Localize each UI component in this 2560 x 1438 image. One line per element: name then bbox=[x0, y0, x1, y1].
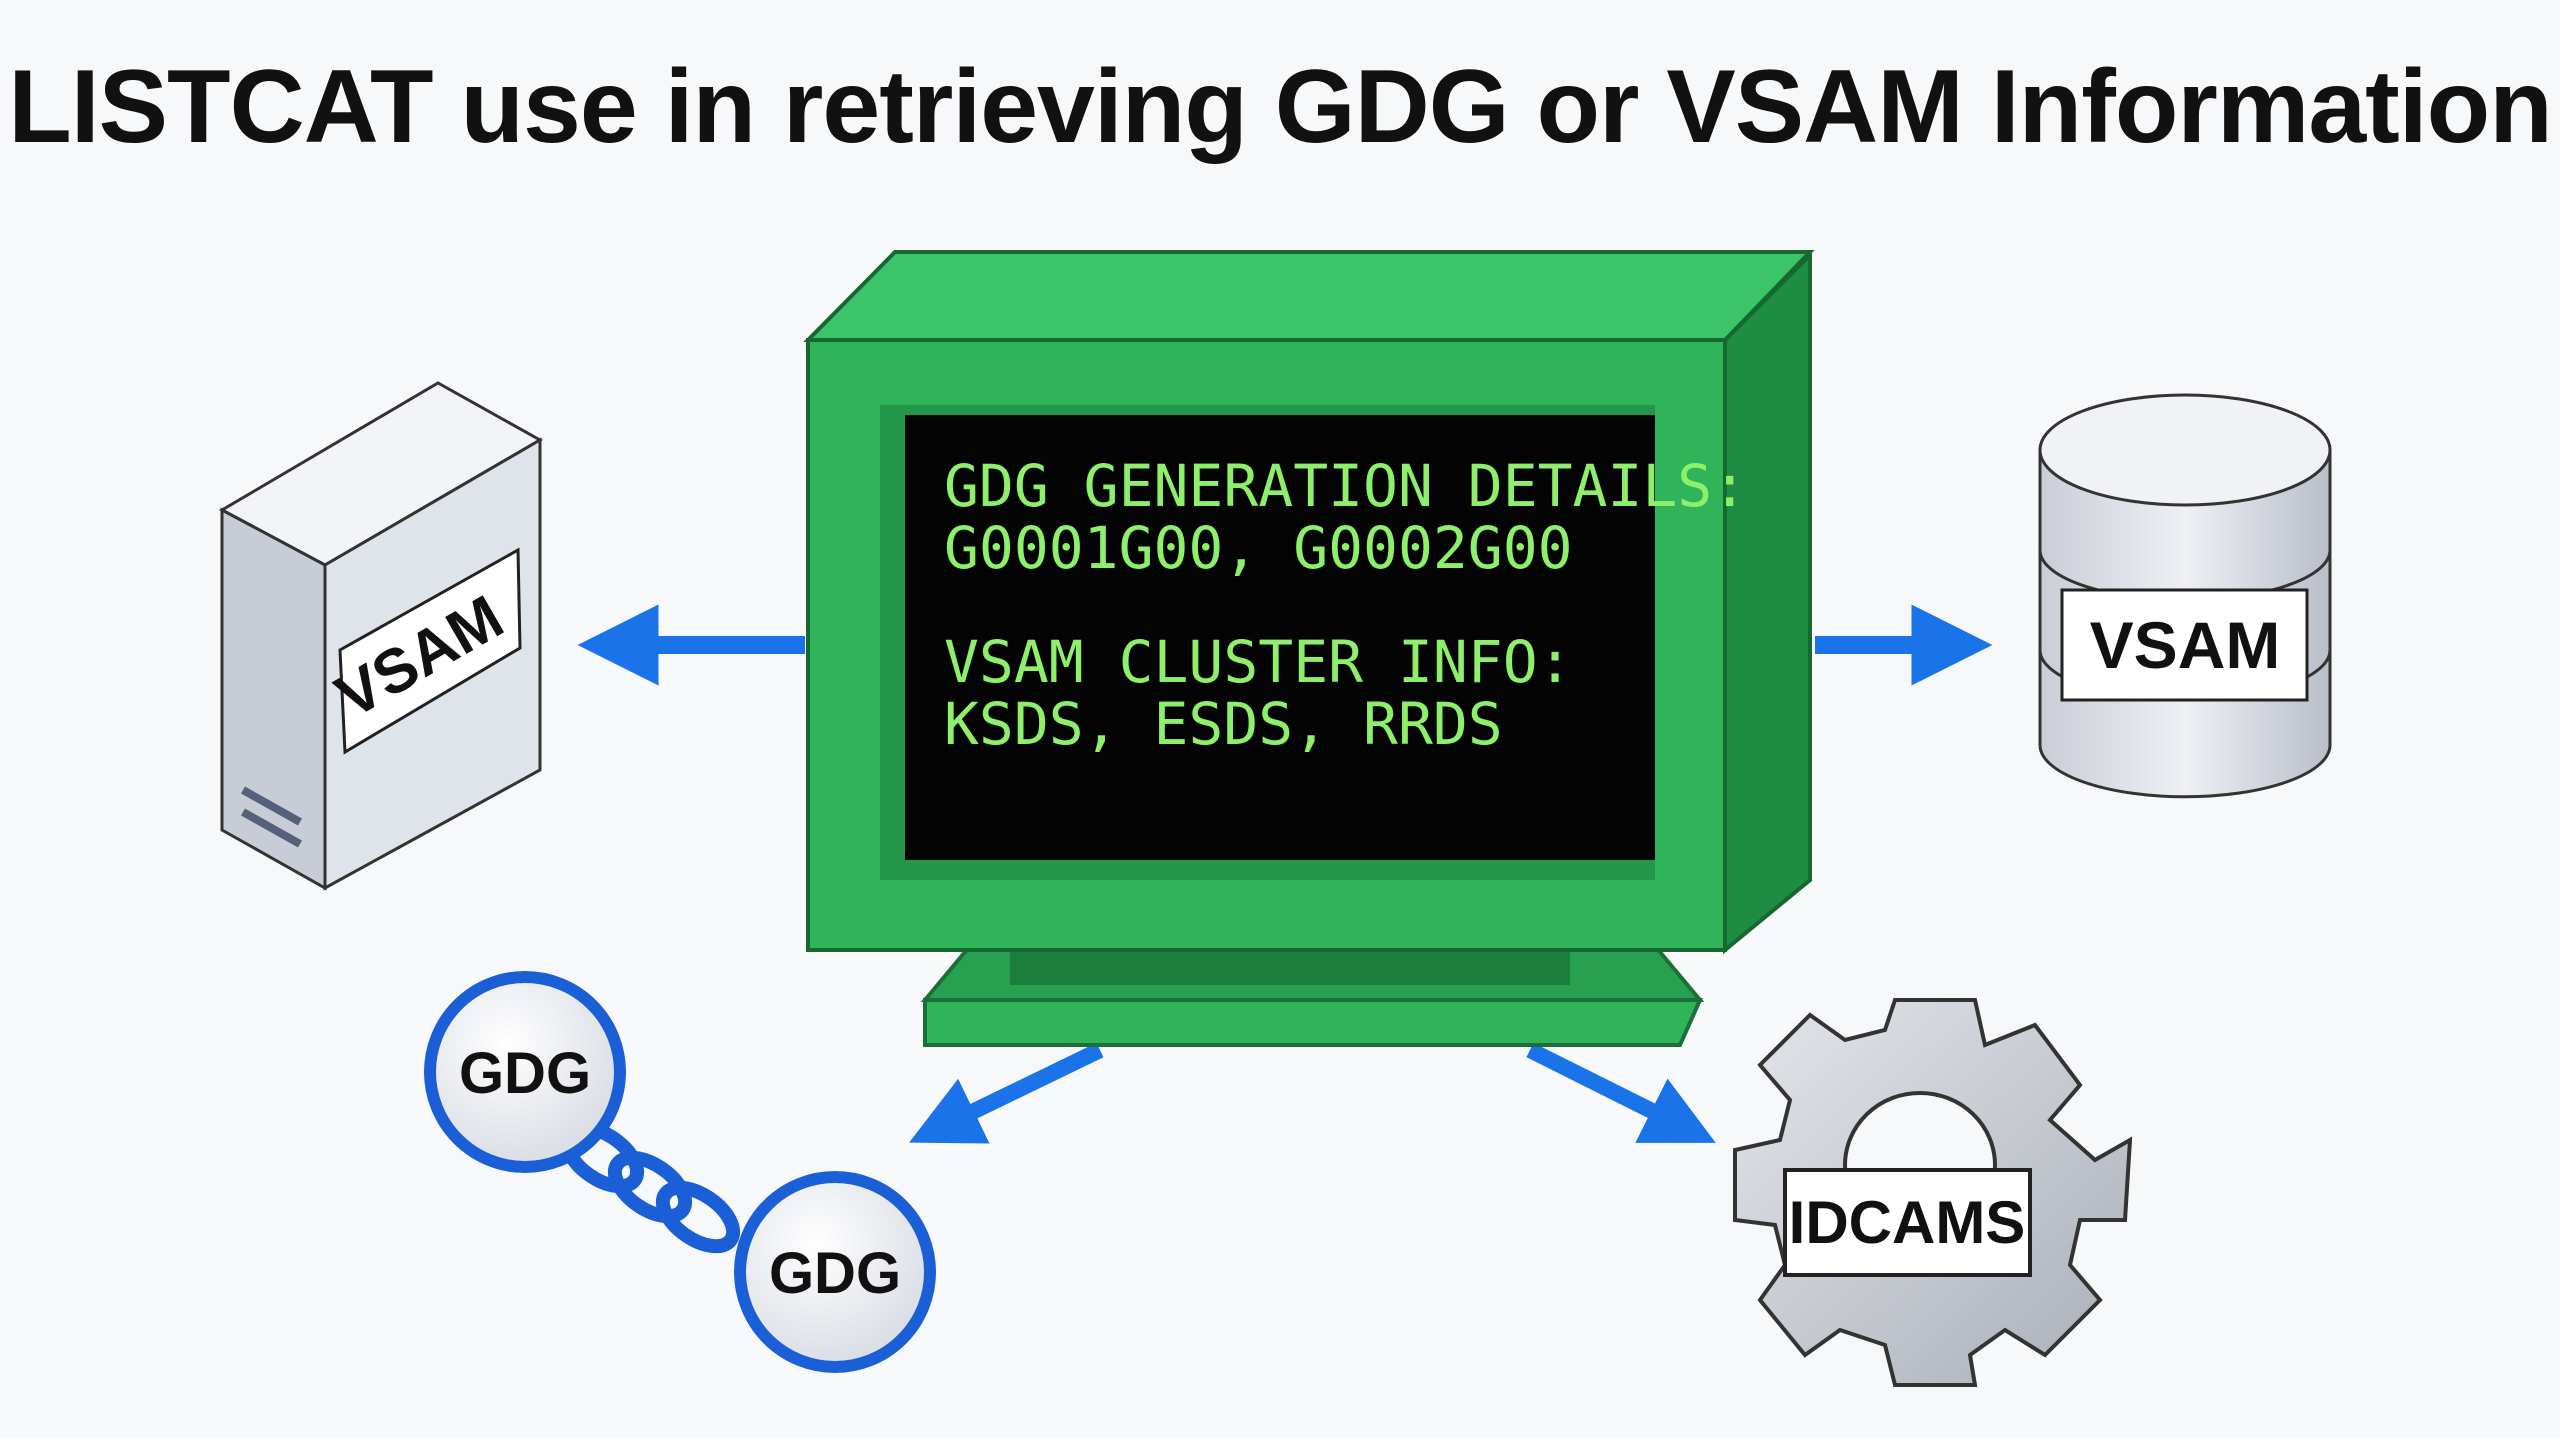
idcams-label: IDCAMS bbox=[1789, 1189, 2026, 1256]
arrow-to-idcams-gear bbox=[1526, 1042, 1716, 1143]
screen-line-gdg-generations: G0001G00, G0002G00 bbox=[944, 514, 1573, 582]
right-cylinder-label: VSAM bbox=[2090, 608, 2281, 682]
screen-line-vsam-heading: VSAM CLUSTER INFO: bbox=[944, 628, 1573, 696]
gear-icon bbox=[1733, 998, 2133, 1387]
page-title: LISTCAT use in retrieving GDG or VSAM In… bbox=[8, 49, 2552, 165]
screen-line-vsam-types: KSDS, ESDS, RRDS bbox=[944, 690, 1503, 758]
server-box-icon bbox=[218, 381, 544, 891]
screen-gap bbox=[944, 579, 1644, 631]
terminal-screen-text: GDG GENERATION DETAILS: G0001G00, G0002G… bbox=[944, 452, 1748, 758]
chain-link-icon bbox=[424, 971, 936, 1373]
terminal-icon bbox=[803, 250, 1815, 1047]
database-cylinder-icon bbox=[2038, 393, 2332, 799]
gdg-top-label: GDG bbox=[459, 1041, 591, 1106]
gdg-bottom-label: GDG bbox=[769, 1241, 901, 1306]
arrow-to-gdg-chain bbox=[909, 1042, 1104, 1144]
screen-line-gdg-heading: GDG GENERATION DETAILS: bbox=[944, 452, 1748, 520]
